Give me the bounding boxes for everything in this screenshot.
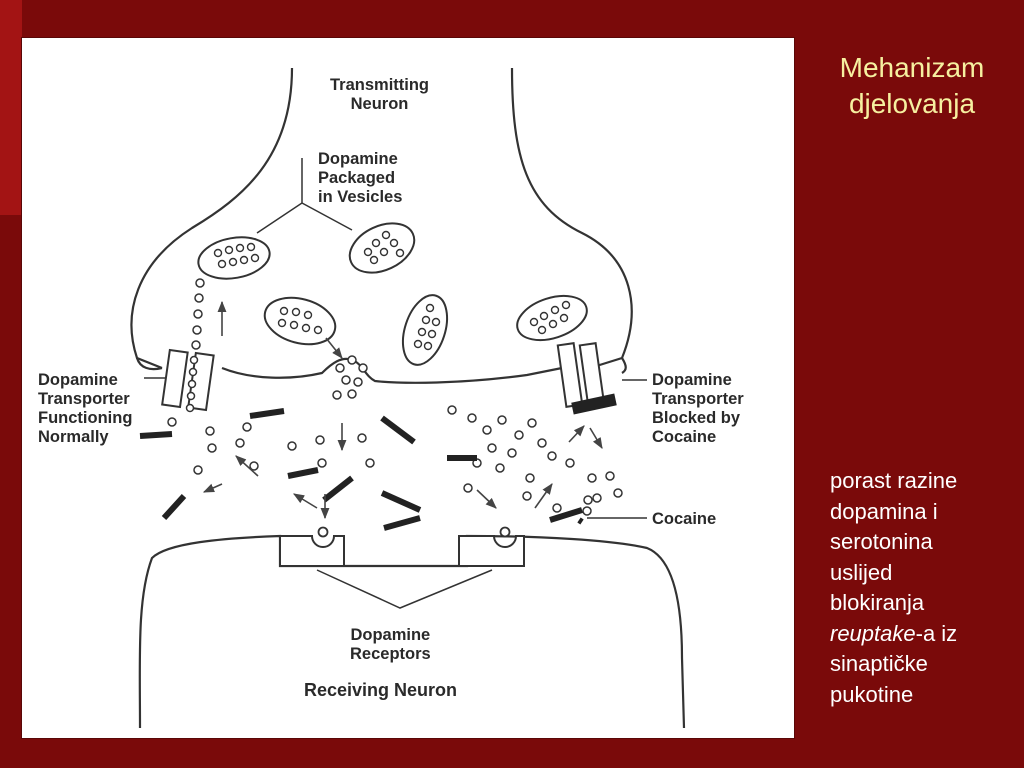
caption-line: dopamina i — [830, 498, 938, 524]
dopamine-receptor-left — [279, 526, 345, 567]
label-line: Transporter — [38, 390, 130, 408]
label-line: Normally — [38, 428, 109, 446]
label-line: Dopamine — [350, 626, 431, 644]
dopamine-transporter-blocked — [556, 342, 617, 415]
label-receiving-neuron: Receiving Neuron — [304, 681, 457, 700]
transmitting-neuron-membrane-edge — [135, 357, 627, 374]
label-line: Receptors — [350, 645, 431, 663]
slide-corner-accent — [0, 0, 22, 215]
label-dopamine-receptors: Dopamine Receptors — [350, 626, 431, 664]
label-transporter-normal: Dopamine Transporter Functioning Normall… — [38, 371, 132, 447]
label-dopamine-vesicles: Dopamine Packaged in Vesicles — [318, 150, 402, 207]
caption-line: blokiranja — [830, 590, 925, 615]
vesicle — [516, 294, 588, 342]
label-line: Dopamine — [318, 150, 398, 168]
label-line: Functioning — [38, 409, 133, 427]
label-line: Transporter — [652, 390, 744, 408]
label-line: Dopamine — [38, 371, 118, 389]
cocaine-molecules — [139, 408, 584, 531]
caption-line-rest: -a iz — [915, 620, 958, 646]
caption-line: reuptake-a iz — [830, 619, 1020, 650]
label-line: Cocaine — [652, 510, 717, 528]
label-line: Dopamine — [652, 371, 732, 389]
flow-arrows — [202, 300, 603, 520]
slide-caption: porast razine dopamina i serotonina usli… — [830, 466, 1020, 710]
label-line: Transmitting — [330, 76, 430, 94]
dopamine-transporter-normal — [161, 348, 215, 413]
slide-title-line: Mehanizam — [839, 52, 985, 83]
caption-line: sinaptičke — [830, 651, 928, 676]
caption-line: serotonina — [830, 529, 933, 554]
label-line: in Vesicles — [318, 188, 403, 206]
slide-title-line: djelovanja — [848, 88, 976, 119]
caption-italic-term: reuptake — [830, 620, 916, 646]
caption-line: pukotine — [830, 681, 914, 707]
label-leader-lines — [144, 158, 647, 609]
label-line: Receiving Neuron — [304, 680, 458, 700]
caption-line: porast razine — [830, 468, 958, 493]
label-line: Blocked by — [652, 409, 741, 427]
vesicle — [348, 222, 416, 274]
label-cocaine: Cocaine — [652, 510, 716, 529]
synapse-drawing — [130, 67, 686, 729]
label-line: Cocaine — [652, 428, 717, 446]
label-line: Packaged — [318, 169, 396, 187]
dopamine-receptor-right — [458, 526, 525, 567]
dopamine-molecules — [167, 278, 623, 516]
slide-title: Mehanizam djelovanja — [800, 50, 1024, 122]
label-line: Neuron — [350, 95, 409, 113]
vesicle — [263, 296, 337, 346]
synapse-diagram: Transmitting Neuron Dopamine Packaged in… — [22, 38, 794, 738]
caption-line: uslijed — [830, 559, 893, 585]
label-transmitting-neuron: Transmitting Neuron — [330, 76, 429, 114]
vesicle — [197, 236, 271, 280]
vesicle — [401, 294, 449, 366]
label-transporter-blocked: Dopamine Transporter Blocked by Cocaine — [652, 371, 744, 447]
